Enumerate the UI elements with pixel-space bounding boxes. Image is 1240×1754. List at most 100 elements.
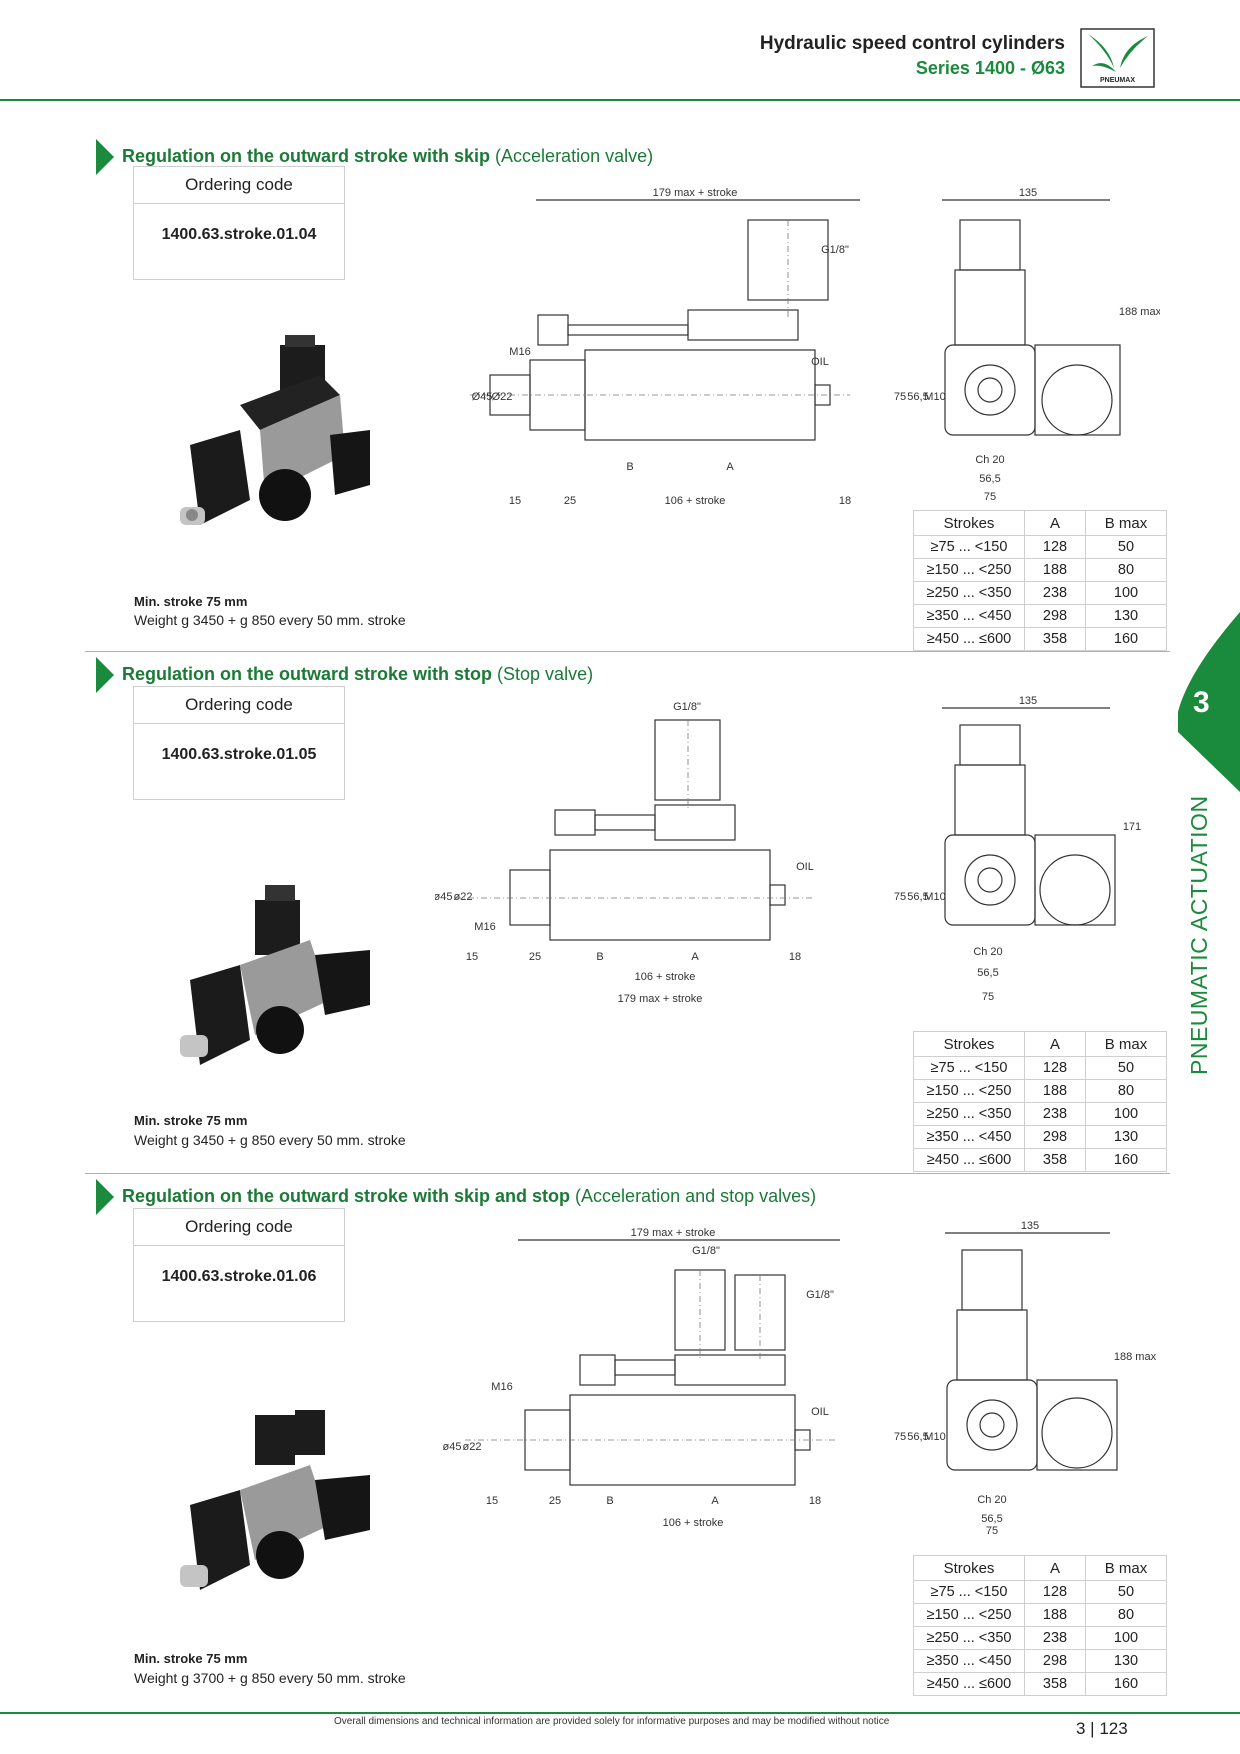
ordering-code-box-3: Ordering code 1400.63.stroke.01.06 bbox=[133, 1208, 345, 1322]
front-view-drawing-2: 135 171 75 56,5 M10 Ch 20 56,5 75 bbox=[894, 695, 1141, 1003]
svg-text:M16: M16 bbox=[491, 1381, 512, 1393]
svg-text:A: A bbox=[691, 951, 699, 963]
svg-text:179 max + stroke: 179 max + stroke bbox=[653, 187, 738, 199]
side-view-drawing-2: G1/8" ø45 ø22 M16 OIL 15 25 B A 18 106 +… bbox=[435, 701, 815, 1005]
svg-text:106 + stroke: 106 + stroke bbox=[663, 1517, 724, 1529]
svg-text:15: 15 bbox=[486, 1495, 498, 1507]
svg-text:75: 75 bbox=[894, 391, 906, 403]
svg-text:B: B bbox=[596, 951, 603, 963]
svg-text:B: B bbox=[626, 461, 633, 473]
svg-text:56,5: 56,5 bbox=[907, 1431, 928, 1443]
svg-text:ø22: ø22 bbox=[463, 1441, 482, 1453]
svg-text:25: 25 bbox=[549, 1495, 561, 1507]
svg-text:Ch 20: Ch 20 bbox=[973, 946, 1002, 958]
min-stroke-3: Min. stroke 75 mm bbox=[134, 1651, 248, 1666]
svg-text:G1/8": G1/8" bbox=[692, 1245, 720, 1257]
side-view-drawing-1: 179 max + stroke G1/8" M16 Ø45 Ø22 OIL B… bbox=[470, 187, 860, 507]
header-title: Hydraulic speed control cylinders bbox=[759, 33, 1065, 54]
chapter-label: PNEUMATIC ACTUATION bbox=[1186, 795, 1212, 1075]
svg-text:18: 18 bbox=[809, 1495, 821, 1507]
section-2-title-paren: (Stop valve) bbox=[497, 664, 594, 684]
svg-text:179 max + stroke: 179 max + stroke bbox=[618, 993, 703, 1005]
side-view-drawing-3: 179 max + stroke G1/8" G1/8" M16 ø45 ø22… bbox=[443, 1227, 840, 1529]
svg-text:OIL: OIL bbox=[811, 356, 829, 368]
svg-text:56,5: 56,5 bbox=[979, 473, 1000, 485]
section-divider-1 bbox=[85, 651, 1170, 652]
ordering-code-box-1: Ordering code 1400.63.stroke.01.04 bbox=[133, 166, 345, 280]
chapter-number: 3 bbox=[1193, 686, 1210, 719]
min-stroke-1: Min. stroke 75 mm bbox=[134, 594, 248, 609]
svg-text:M10: M10 bbox=[924, 1431, 945, 1443]
svg-text:135: 135 bbox=[1019, 187, 1037, 199]
svg-text:Ch 20: Ch 20 bbox=[975, 454, 1004, 466]
svg-text:18: 18 bbox=[839, 495, 851, 507]
weight-2: Weight g 3450 + g 850 every 50 mm. strok… bbox=[134, 1132, 406, 1148]
svg-text:75: 75 bbox=[986, 1525, 998, 1535]
svg-text:G1/8": G1/8" bbox=[673, 701, 701, 713]
section-arrow-3 bbox=[96, 1179, 114, 1215]
svg-text:75: 75 bbox=[894, 1431, 906, 1443]
svg-text:75: 75 bbox=[982, 991, 994, 1003]
svg-text:188 max: 188 max bbox=[1119, 306, 1160, 318]
svg-text:15: 15 bbox=[509, 495, 521, 507]
svg-text:18: 18 bbox=[789, 951, 801, 963]
svg-text:25: 25 bbox=[529, 951, 541, 963]
svg-text:106 + stroke: 106 + stroke bbox=[665, 495, 726, 507]
svg-text:135: 135 bbox=[1021, 1220, 1039, 1232]
svg-text:106 + stroke: 106 + stroke bbox=[635, 971, 696, 983]
svg-text:A: A bbox=[711, 1495, 719, 1507]
svg-text:25: 25 bbox=[564, 495, 576, 507]
ordering-code-label: Ordering code bbox=[134, 1209, 344, 1246]
section-3-title-paren: (Acceleration and stop valves) bbox=[575, 1186, 817, 1206]
header-rule bbox=[0, 99, 1240, 101]
section-1-title-bold: Regulation on the outward stroke with sk… bbox=[122, 146, 491, 166]
svg-text:ø45: ø45 bbox=[435, 891, 452, 903]
svg-text:75: 75 bbox=[894, 891, 906, 903]
svg-text:M16: M16 bbox=[474, 921, 495, 933]
svg-text:M16: M16 bbox=[509, 346, 530, 358]
svg-text:171: 171 bbox=[1123, 821, 1141, 833]
svg-text:179 max + stroke: 179 max + stroke bbox=[631, 1227, 716, 1239]
svg-text:A: A bbox=[726, 461, 734, 473]
svg-text:188 max: 188 max bbox=[1114, 1351, 1157, 1363]
weight-3: Weight g 3700 + g 850 every 50 mm. strok… bbox=[134, 1670, 406, 1686]
svg-text:ø45: ø45 bbox=[443, 1441, 462, 1453]
footer-rule bbox=[0, 1712, 1240, 1714]
ordering-code-value: 1400.63.stroke.01.05 bbox=[161, 746, 317, 763]
chapter-tab bbox=[1178, 612, 1240, 792]
pneumax-logo: PNEUMAX bbox=[1080, 28, 1155, 88]
section-1-title-paren: (Acceleration valve) bbox=[495, 146, 654, 166]
logo-text: PNEUMAX bbox=[1100, 77, 1135, 84]
svg-text:OIL: OIL bbox=[811, 1406, 829, 1418]
svg-text:56,5: 56,5 bbox=[907, 391, 928, 403]
svg-text:OIL: OIL bbox=[796, 861, 814, 873]
svg-text:75: 75 bbox=[984, 491, 996, 503]
section-2-title: Regulation on the outward stroke with st… bbox=[122, 664, 593, 685]
cylinder-photo-1 bbox=[180, 335, 370, 525]
svg-text:56,5: 56,5 bbox=[977, 967, 998, 979]
front-view-drawing-1: 135 188 max 75 56,5 M10 Ch 20 56,5 75 bbox=[894, 187, 1160, 503]
svg-text:Ch 20: Ch 20 bbox=[977, 1494, 1006, 1506]
svg-text:B: B bbox=[606, 1495, 613, 1507]
svg-text:Ø45: Ø45 bbox=[472, 391, 493, 403]
weight-1: Weight g 3450 + g 850 every 50 mm. strok… bbox=[134, 612, 406, 628]
svg-text:15: 15 bbox=[466, 951, 478, 963]
header-subtitle: Series 1400 - Ø63 bbox=[915, 58, 1065, 78]
ordering-code-value: 1400.63.stroke.01.04 bbox=[161, 226, 317, 243]
front-view-drawing-3: 135 188 max 75 56,5 M10 Ch 20 56,5 75 bbox=[894, 1220, 1157, 1535]
svg-text:56,5: 56,5 bbox=[907, 891, 928, 903]
